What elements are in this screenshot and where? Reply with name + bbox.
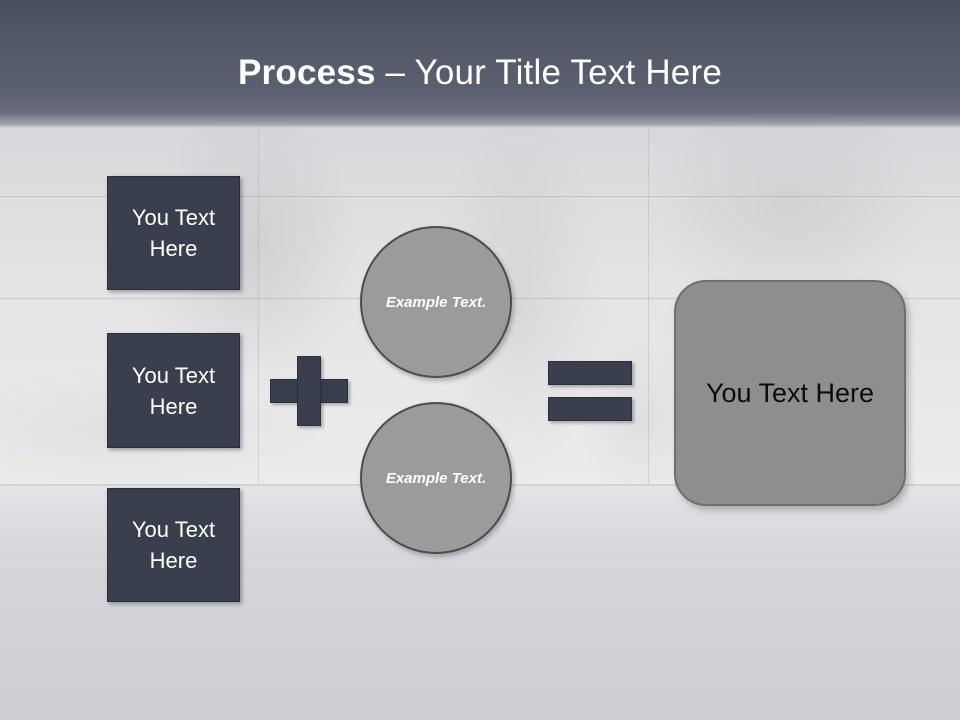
- plus-icon-vertical-bar: [297, 356, 321, 426]
- equals-icon-bottom-bar: [548, 397, 632, 421]
- plus-icon: [270, 356, 348, 426]
- input-box-2-label: You Text Here: [131, 362, 216, 419]
- page-title: Process – Your Title Text Here: [0, 50, 960, 96]
- equals-icon: [548, 361, 632, 421]
- example-circle-1[interactable]: Example Text.: [360, 226, 512, 378]
- result-box[interactable]: You Text Here: [674, 280, 906, 506]
- page-title-rest: – Your Title Text Here: [375, 53, 722, 92]
- wall-seam-vertical: [258, 128, 259, 484]
- example-circle-2-label: Example Text.: [385, 469, 487, 487]
- input-box-2[interactable]: You Text Here: [107, 333, 240, 448]
- input-box-1-label: You Text Here: [131, 205, 216, 261]
- title-band: [0, 0, 960, 128]
- input-box-3[interactable]: You Text Here: [107, 488, 240, 602]
- input-box-1[interactable]: You Text Here: [107, 176, 240, 290]
- example-circle-1-label: Example Text.: [385, 293, 487, 311]
- wall-seam-horizontal: [0, 196, 960, 197]
- wall-seam-vertical-2: [648, 128, 649, 484]
- example-circle-2[interactable]: Example Text.: [360, 402, 512, 554]
- equals-icon-top-bar: [548, 361, 632, 385]
- page-title-bold: Process: [238, 53, 376, 92]
- result-box-label: You Text Here: [705, 378, 875, 408]
- input-box-3-label: You Text Here: [131, 517, 216, 573]
